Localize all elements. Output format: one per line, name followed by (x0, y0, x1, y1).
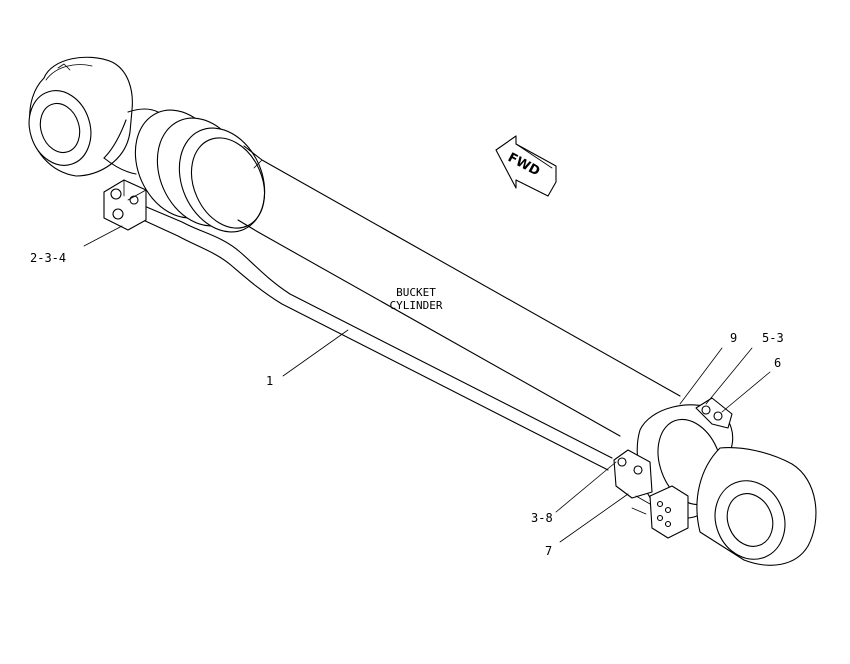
hydraulic-tube (129, 199, 613, 471)
title-line1: BUCKET (396, 286, 436, 299)
neck-front (103, 119, 127, 159)
neck-bottom (103, 157, 137, 175)
fitting-block-left (103, 179, 147, 231)
leader-6 (721, 371, 771, 413)
rod-eye-left (28, 56, 133, 177)
leader-lines (83, 225, 771, 543)
rod-end-assembly (613, 397, 817, 566)
callout-7: 7 (545, 544, 552, 558)
callout-5-3: 5-3 (762, 331, 784, 345)
callout-3-8: 3-8 (531, 511, 553, 525)
leader-7 (559, 493, 629, 543)
leader-3-8 (555, 461, 617, 513)
leader-2-3-4 (83, 225, 123, 247)
callout-9: 9 (730, 331, 737, 345)
title-line2: CYLINDER (390, 299, 443, 312)
callout-1: 1 (266, 374, 273, 388)
forward-direction-arrow: FWD (495, 135, 557, 197)
leader-5-3 (705, 347, 753, 405)
cylinder-barrel (134, 109, 681, 437)
leader-9 (679, 347, 723, 405)
callout-6: 6 (774, 356, 781, 370)
leader-1 (282, 329, 349, 377)
callout-2-3-4: 2-3-4 (30, 251, 66, 265)
neck-top (127, 108, 159, 113)
